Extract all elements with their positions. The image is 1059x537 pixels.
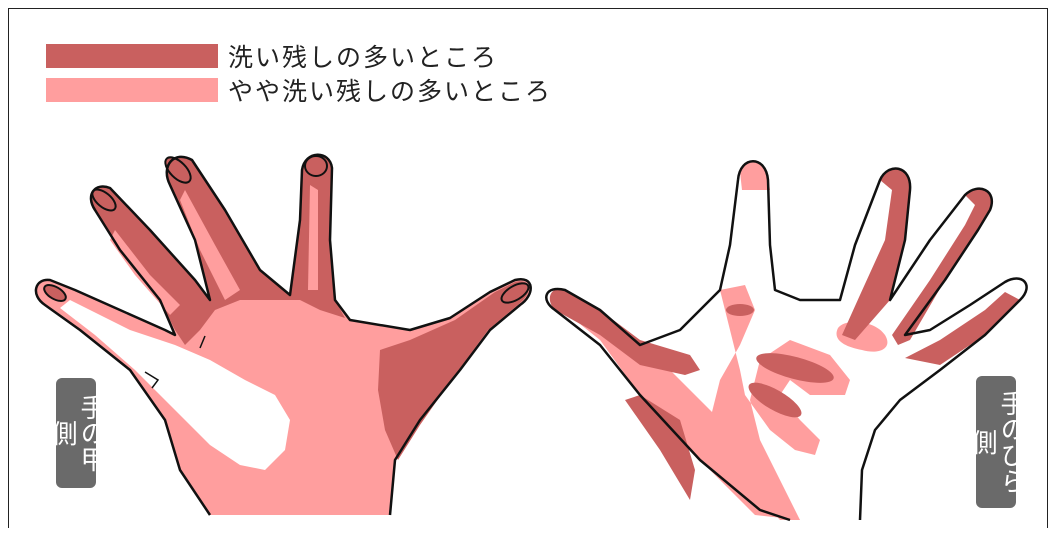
back-nail-index: [164, 156, 192, 184]
back-dark-right-edge: [378, 281, 529, 460]
palm-side-label: 手のひら側: [967, 376, 1026, 508]
back-knuckle-line: [144, 371, 160, 389]
figure-frame: [8, 8, 1048, 528]
back-thumb-clean: [60, 300, 290, 470]
palm-dark-lower-left: [625, 395, 695, 500]
back-dark-fingers: [90, 154, 345, 345]
palm-dark-finger-pinky: [905, 292, 1020, 365]
back-hand-outline: [34, 153, 532, 516]
back-finger-stripe-2: [180, 190, 240, 300]
legend-label-high: 洗い残しの多いところ: [228, 43, 499, 72]
palm-hand-outline: [545, 160, 1028, 522]
palm-hand-base: [546, 161, 1027, 520]
palm-of-hand: [545, 160, 1028, 522]
back-finger-stripe-3: [308, 185, 318, 290]
back-finger-stripe-1: [110, 230, 180, 315]
legend-swatch-medium: [46, 78, 218, 102]
palm-dark-line-2: [748, 382, 802, 418]
back-of-hand: [34, 153, 532, 516]
back-nail-pinky: [43, 284, 67, 302]
back-crease-line: [199, 335, 206, 349]
palm-dark-spot-1: [726, 304, 754, 316]
palm-light-index-tip: [740, 161, 770, 190]
back-side-label: 手の甲側: [47, 378, 106, 488]
legend-item-medium: やや洗い残しの多いところ: [46, 77, 552, 106]
back-nail-thumb: [500, 282, 530, 304]
legend-item-high: 洗い残しの多いところ: [46, 43, 498, 72]
palm-dark-line-1: [756, 353, 834, 383]
palm-dark-finger-ring: [892, 188, 992, 345]
legend-label-medium: やや洗い残しの多いところ: [228, 77, 553, 106]
palm-dark-finger-middle: [842, 168, 911, 340]
legend-swatch-high: [46, 44, 218, 68]
